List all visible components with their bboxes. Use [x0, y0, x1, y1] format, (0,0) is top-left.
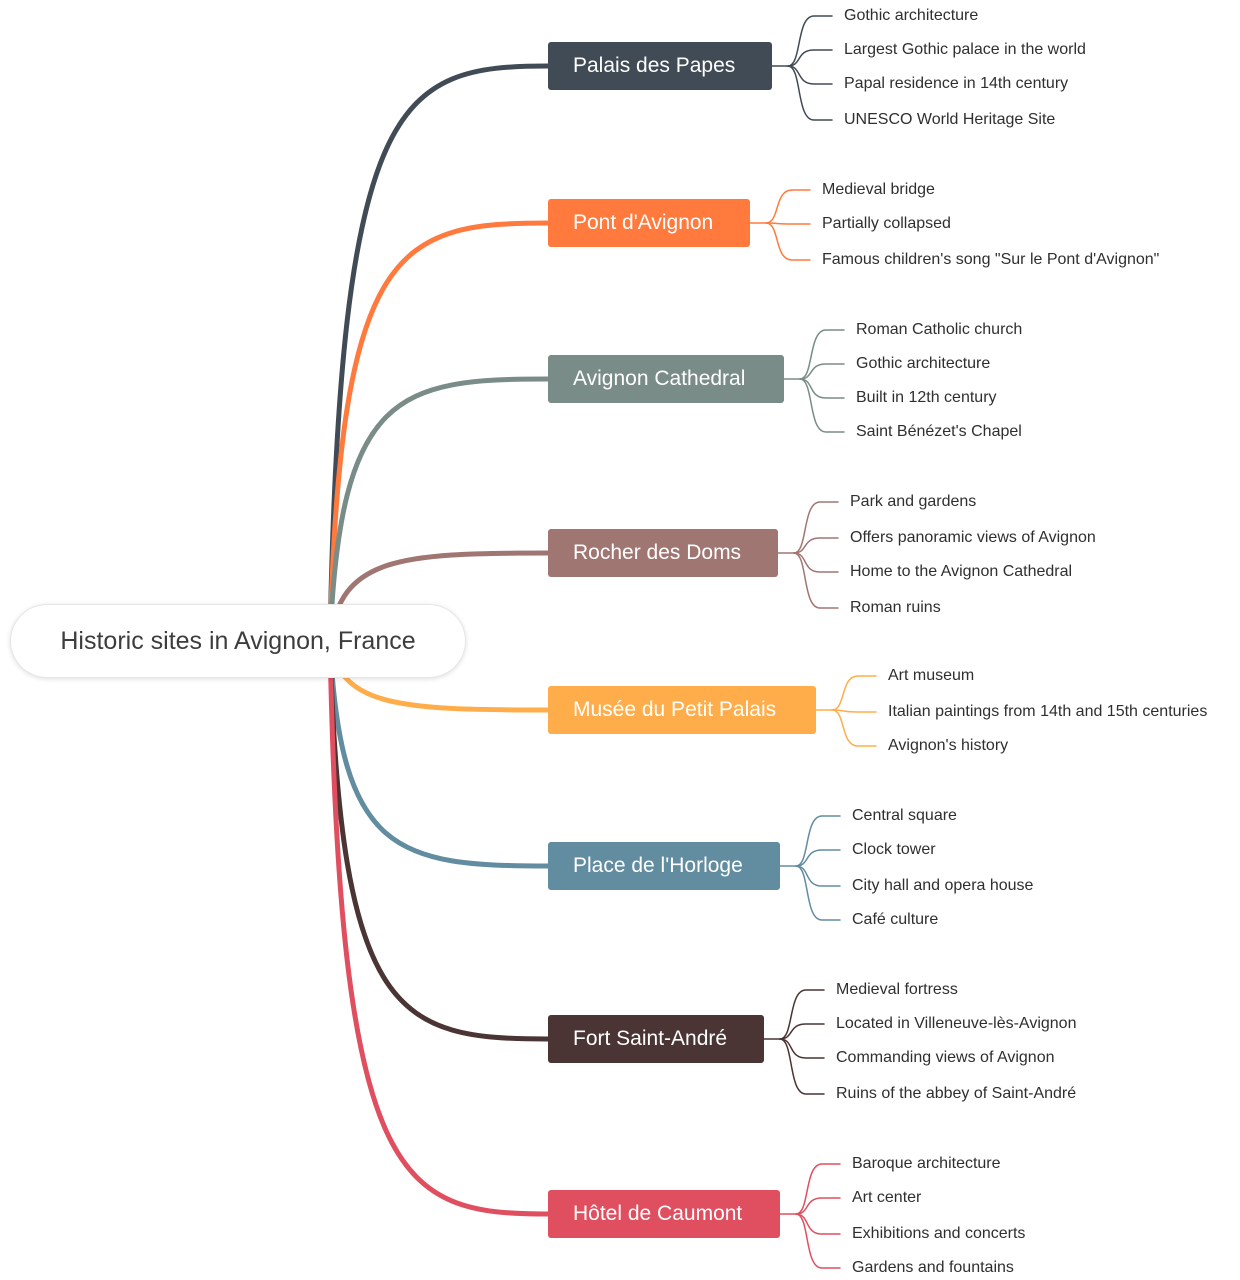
leaf-connector — [793, 501, 839, 554]
root-branch-connector — [327, 220, 551, 644]
leaf-connector — [795, 815, 841, 867]
leaf-connector — [765, 222, 811, 225]
leaf-item[interactable]: Offers panoramic views of Avignon — [850, 529, 1096, 546]
branch-label: Avignon Cathedral — [573, 367, 746, 390]
branch-label: Pont d'Avignon — [573, 211, 714, 234]
root-branch-connector — [327, 638, 551, 869]
branch-palais-des-papes[interactable]: Palais des Papes — [548, 42, 772, 90]
branch-musee-du-petit-palais[interactable]: Musée du Petit Palais — [548, 686, 816, 734]
leaf-connector — [793, 537, 839, 554]
leaf-item[interactable]: Clock tower — [852, 841, 936, 858]
leaf-connector — [795, 865, 841, 887]
leaf-item[interactable]: Gothic architecture — [856, 355, 991, 372]
leaf-connector — [793, 552, 839, 573]
branch-avignon-cathedral[interactable]: Avignon Cathedral — [548, 355, 784, 403]
leaf-item[interactable]: Partially collapsed — [822, 215, 951, 232]
leaf-item[interactable]: Saint Bénézet's Chapel — [856, 423, 1022, 440]
leaf-connector — [799, 329, 845, 380]
leaf-item[interactable]: Exhibitions and concerts — [852, 1225, 1026, 1242]
branch-hotel-de-caumont[interactable]: Hôtel de Caumont — [548, 1190, 780, 1238]
leaf-connector — [765, 222, 811, 261]
leaf-item[interactable]: Roman Catholic church — [856, 321, 1023, 338]
leaf-item[interactable]: Park and gardens — [850, 493, 977, 510]
branch-label: Musée du Petit Palais — [573, 698, 777, 721]
leaf-connector — [787, 15, 833, 67]
leaf-connector — [779, 1038, 825, 1095]
leaf-item[interactable]: Central square — [852, 807, 957, 824]
branch-label: Rocher des Doms — [573, 541, 742, 564]
leaf-item[interactable]: Home to the Avignon Cathedral — [850, 563, 1073, 580]
leaf-connector — [787, 49, 833, 67]
leaf-connector — [795, 865, 841, 921]
leaf-item[interactable]: Italian paintings from 14th and 15th cen… — [888, 703, 1208, 720]
branch-label: Palais des Papes — [573, 54, 736, 77]
leaf-item[interactable]: UNESCO World Heritage Site — [844, 111, 1056, 128]
leaf-connector — [795, 1163, 841, 1215]
leaf-connector — [795, 849, 841, 867]
leaf-item[interactable]: Medieval fortress — [836, 981, 958, 998]
leaf-connector — [795, 1213, 841, 1235]
branch-rocher-des-doms[interactable]: Rocher des Doms — [548, 529, 778, 577]
leaf-item[interactable]: Commanding views of Avignon — [836, 1049, 1055, 1066]
leaf-item[interactable]: Located in Villeneuve-lès-Avignon — [836, 1015, 1077, 1032]
branch-label: Hôtel de Caumont — [573, 1202, 743, 1225]
leaf-item[interactable]: Art center — [852, 1189, 922, 1206]
root-branch-connector — [327, 638, 551, 1042]
leaf-item[interactable]: City hall and opera house — [852, 877, 1034, 894]
leaf-item[interactable]: Medieval bridge — [822, 181, 935, 198]
branch-label: Place de l'Horloge — [573, 854, 743, 877]
leaf-connector — [787, 65, 833, 85]
leaf-item[interactable]: Famous children's song "Sur le Pont d'Av… — [822, 251, 1160, 268]
root-branch-connector — [327, 638, 551, 1217]
leaf-item[interactable]: Ruins of the abbey of Saint-André — [836, 1085, 1077, 1102]
leaf-item[interactable]: Papal residence in 14th century — [844, 75, 1069, 92]
leaf-connector — [779, 989, 825, 1040]
leaf-connector — [787, 65, 833, 121]
leaf-item[interactable]: Avignon's history — [888, 737, 1009, 754]
leaf-connector — [831, 709, 877, 713]
branch-pont-davignon[interactable]: Pont d'Avignon — [548, 199, 750, 247]
leaf-item[interactable]: Built in 12th century — [856, 389, 997, 406]
leaf-connector — [779, 1023, 825, 1040]
leaf-connector — [795, 1213, 841, 1269]
leaf-connector — [779, 1038, 825, 1059]
branch-place-de-lhorloge[interactable]: Place de l'Horloge — [548, 842, 780, 890]
root-branch-connector — [327, 376, 551, 644]
leaf-item[interactable]: Largest Gothic palace in the world — [844, 41, 1086, 58]
leaf-connector — [793, 552, 839, 609]
leaf-item[interactable]: Baroque architecture — [852, 1155, 1001, 1172]
leaf-connector — [831, 675, 877, 711]
leaf-item[interactable]: Art museum — [888, 667, 975, 684]
leaf-connector — [831, 709, 877, 747]
leaf-item[interactable]: Gothic architecture — [844, 7, 979, 24]
leaf-connector — [799, 378, 845, 433]
leaf-connector — [795, 1197, 841, 1215]
leaf-item[interactable]: Café culture — [852, 911, 939, 928]
root-topic[interactable]: Historic sites in Avignon, France — [11, 605, 465, 677]
root-topic-label: Historic sites in Avignon, France — [60, 626, 416, 655]
leaf-item[interactable]: Gardens and fountains — [852, 1259, 1014, 1276]
branch-label: Fort Saint-André — [573, 1027, 728, 1050]
root-branch-connector — [327, 63, 551, 644]
leaf-connector — [765, 189, 811, 224]
leaf-connector — [799, 378, 845, 399]
branch-fort-saint-andre[interactable]: Fort Saint-André — [548, 1015, 764, 1063]
leaf-connector — [799, 363, 845, 380]
leaf-item[interactable]: Roman ruins — [850, 599, 941, 616]
